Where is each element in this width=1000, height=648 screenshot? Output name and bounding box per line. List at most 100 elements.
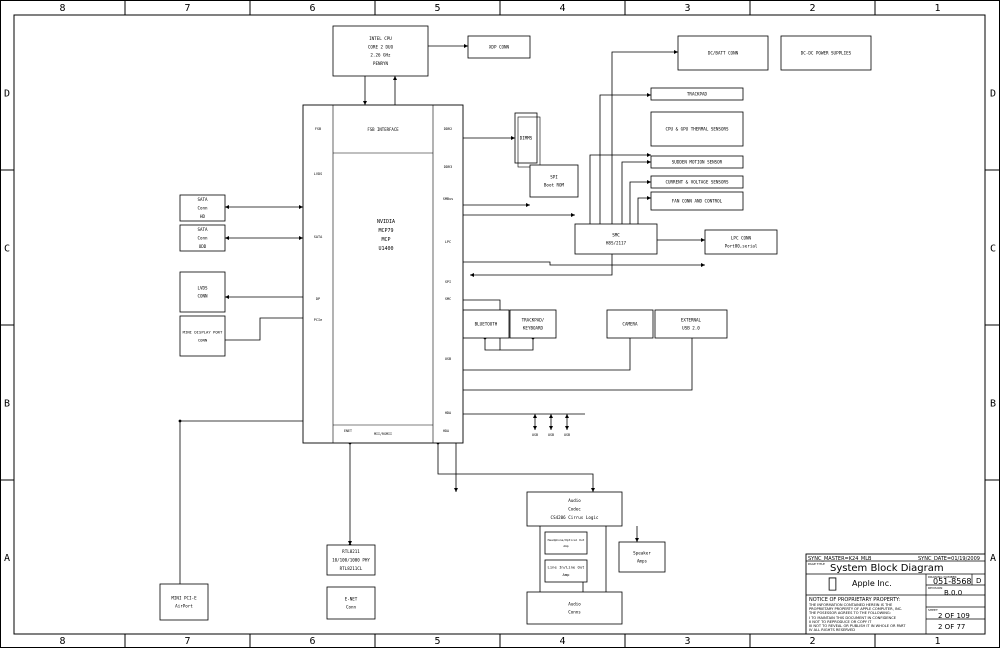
block-label: EXTERNAL	[681, 317, 702, 322]
block-label: Headphone/Optical Out	[548, 538, 585, 542]
block-outline	[780, 35, 872, 71]
zone-column-label-bottom: 7	[184, 636, 190, 647]
thermal-sensors-block: CPU & GPU THERMAL SENSORS	[650, 111, 744, 147]
sheet-label: SHEET	[928, 608, 938, 612]
block-outline	[650, 175, 744, 189]
block-label: Boot ROM	[544, 183, 565, 188]
block-label: Port80,serial	[725, 244, 758, 249]
zone-column-label-top: 1	[934, 3, 940, 14]
block-outline	[526, 591, 623, 625]
block-label: BLUETOOTH	[475, 321, 498, 326]
block-label: RTL8211CL	[340, 566, 363, 571]
zone-column-label-top: 3	[684, 3, 690, 14]
block-label: SUDDEN MOTION SENSOR	[672, 159, 723, 164]
block-label: LPC CONN	[731, 235, 752, 240]
block-outline	[529, 164, 579, 198]
mcp-pin-label: LPC	[445, 240, 451, 244]
arrow-head	[647, 196, 651, 200]
title-block-lines	[805, 553, 986, 635]
arrow-head	[571, 213, 575, 217]
arrow-head	[591, 488, 595, 492]
arrow-head	[549, 426, 553, 430]
block-label: ODD	[199, 244, 207, 249]
arrow-head	[701, 263, 705, 267]
notice-line: THE INFORMATION CONTAINED HEREIN IS THE	[809, 603, 893, 607]
block-label: CPU & GPU THERMAL SENSORS	[665, 126, 729, 131]
fan-control-block: FAN CONN AND CONTROL	[650, 191, 744, 211]
dimm-block: DIMMS	[514, 112, 541, 168]
block-label: Amp	[563, 544, 568, 548]
arrow-head	[565, 426, 569, 430]
zone-row-label-right: D	[990, 89, 996, 100]
block-label: Conn	[346, 605, 357, 610]
block-label: INTEL CPU	[369, 36, 392, 41]
block-outline	[526, 491, 623, 527]
arrow-head	[454, 488, 458, 492]
usb-port-label: USB	[564, 433, 570, 437]
zone-row-label-right: C	[990, 244, 996, 255]
mcp-pin-label: SMBus	[443, 197, 454, 201]
block-label: 2.26 GHz	[370, 53, 391, 58]
camera-block: CAMERA	[606, 309, 654, 339]
block-label: CS4206 Cirrus Logic	[551, 515, 599, 520]
mcp-fsb-label: FSB INTERFACE	[367, 127, 399, 132]
arrow-head	[674, 50, 678, 54]
block-stack	[517, 116, 541, 168]
arrow-head	[533, 426, 537, 430]
block-label: Conn	[197, 205, 208, 210]
arrow-head	[225, 205, 229, 209]
zone-column-label-top: 5	[434, 3, 440, 14]
zone-row-label-left: C	[4, 244, 10, 255]
arrow-head	[348, 541, 352, 545]
zone-row-label-left: A	[4, 553, 10, 564]
block-outline	[574, 223, 658, 255]
arrow-head	[647, 180, 651, 184]
block-outline	[618, 541, 666, 573]
arrow-head	[225, 295, 229, 299]
notice-text: THE INFORMATION CONTAINED HEREIN IS THE …	[809, 603, 905, 632]
mcp-pin-label: MII/RGMII	[374, 432, 392, 436]
arrow-head	[464, 44, 468, 48]
block-label: TRACKPAD/	[522, 317, 545, 322]
mcp-pin-label: LVDS	[314, 172, 322, 176]
keyboard-trackpad-block: TRACKPAD/KEYBOARD	[509, 309, 557, 339]
arrow-head	[533, 414, 537, 418]
block-outline	[677, 35, 769, 71]
zone-column-label-top: 4	[559, 3, 565, 14]
zone-column-label-bottom: 8	[59, 636, 65, 647]
signal-wire	[589, 154, 651, 230]
mcp-pin-label: DP	[316, 297, 320, 301]
block-label: Audio	[568, 498, 581, 503]
signal-wire	[629, 181, 651, 230]
mcp-pin-label: HDA	[443, 429, 449, 433]
mcp-outline	[302, 104, 464, 444]
mcp-pin-label: SATA	[314, 235, 323, 239]
zone-column-label-bottom: 2	[809, 636, 815, 647]
block-outline	[544, 531, 588, 555]
block-outline	[606, 309, 654, 339]
block-label: LVDS	[197, 285, 208, 290]
xdp-connector-block: XDP CONN	[467, 35, 531, 59]
sheet-number: 2 OF 109	[938, 612, 970, 620]
arrow-head	[565, 414, 569, 418]
block-outline	[326, 544, 376, 576]
block-outline	[514, 112, 538, 164]
arrow-head	[647, 153, 651, 157]
arrow-head	[526, 203, 530, 207]
drawing-number-label: DRAWING NUMBER	[928, 575, 957, 579]
signal-wire	[621, 161, 651, 230]
title-block-outline	[805, 553, 986, 635]
block-label: CONN	[198, 337, 208, 342]
block-label: SATA	[197, 227, 208, 232]
block-label: Line In/Line Out	[548, 565, 585, 570]
